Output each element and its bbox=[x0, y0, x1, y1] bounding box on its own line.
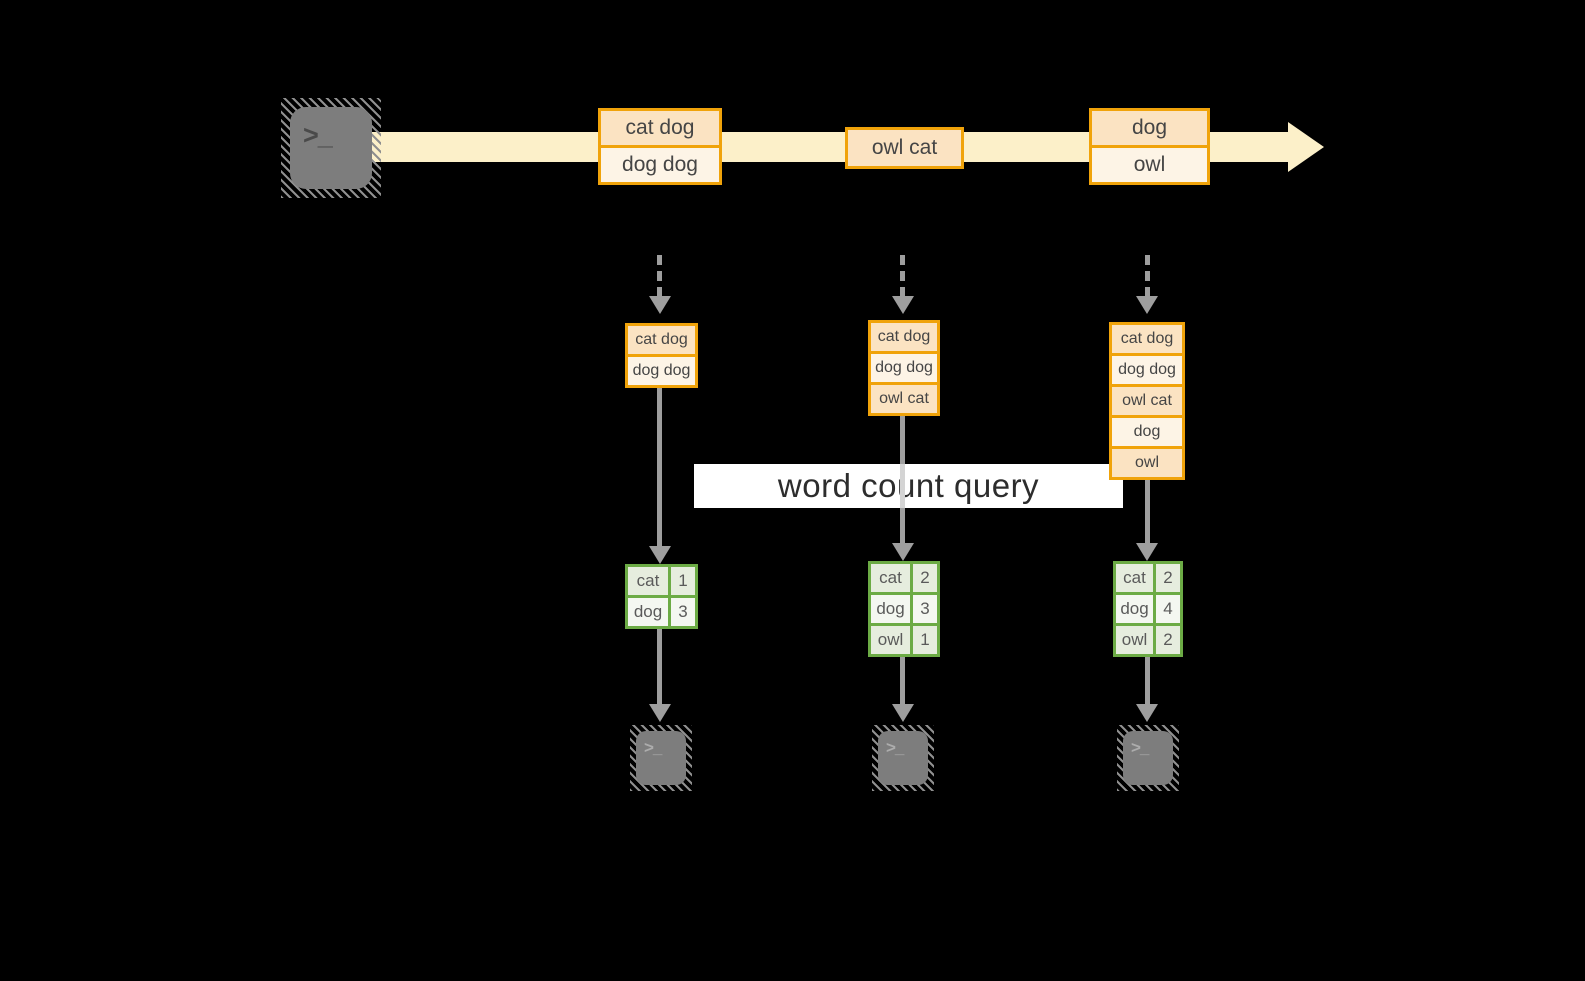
dashed-arrowhead-icon bbox=[892, 296, 914, 314]
stream-arrowhead-icon bbox=[1288, 122, 1324, 172]
input-line: owl bbox=[1109, 446, 1185, 480]
result-word: cat bbox=[628, 567, 668, 595]
input-line: cat dog bbox=[625, 323, 698, 357]
arrow-line bbox=[657, 627, 662, 704]
stream-batch-line: cat dog bbox=[598, 108, 722, 148]
arrowhead-icon bbox=[1136, 704, 1158, 722]
result-word: owl bbox=[1116, 626, 1153, 654]
result-word: owl bbox=[871, 626, 910, 654]
terminal-prompt-glyph: >_ bbox=[644, 738, 662, 757]
stream-batch-line: owl cat bbox=[845, 127, 964, 169]
terminal-body: >_ bbox=[878, 731, 928, 785]
arrow-line bbox=[657, 388, 662, 546]
result-word: dog bbox=[628, 598, 668, 626]
arrow-line bbox=[1145, 657, 1150, 704]
arrowhead-icon bbox=[1136, 543, 1158, 561]
input-line: owl cat bbox=[868, 382, 940, 416]
input-line: dog dog bbox=[625, 354, 698, 388]
input-table-2: cat dog dog dog owl cat bbox=[868, 320, 940, 416]
result-count: 2 bbox=[1156, 626, 1180, 654]
stream-batch-line: dog bbox=[1089, 108, 1210, 148]
result-count: 1 bbox=[671, 567, 695, 595]
sink-terminal-icon: >_ bbox=[1117, 725, 1179, 791]
input-line: dog dog bbox=[868, 351, 940, 385]
result-count: 3 bbox=[913, 595, 937, 623]
arrowhead-icon bbox=[892, 704, 914, 722]
result-count: 4 bbox=[1156, 595, 1180, 623]
result-table-2: cat 2 dog 3 owl 1 bbox=[868, 561, 940, 657]
terminal-prompt-glyph: >_ bbox=[303, 120, 333, 150]
dashed-arrowhead-icon bbox=[1136, 296, 1158, 314]
result-word: dog bbox=[1116, 595, 1153, 623]
arrowhead-icon bbox=[892, 543, 914, 561]
terminal-prompt-glyph: >_ bbox=[886, 738, 904, 757]
result-count: 2 bbox=[913, 564, 937, 592]
stream-batch-2: owl cat bbox=[845, 127, 964, 169]
sink-terminal-icon: >_ bbox=[872, 725, 934, 791]
result-count: 1 bbox=[913, 626, 937, 654]
stream-batch-line: owl bbox=[1089, 145, 1210, 185]
dashed-arrowhead-icon bbox=[649, 296, 671, 314]
dashed-arrow-line bbox=[657, 255, 662, 297]
stream-batch-3: dog owl bbox=[1089, 108, 1210, 185]
arrowhead-icon bbox=[649, 546, 671, 564]
result-count: 2 bbox=[1156, 564, 1180, 592]
arrow-through-band bbox=[900, 464, 905, 508]
result-word: dog bbox=[871, 595, 910, 623]
terminal-body: >_ bbox=[1123, 731, 1173, 785]
input-line: owl cat bbox=[1109, 384, 1185, 418]
result-word: cat bbox=[871, 564, 910, 592]
input-line: cat dog bbox=[868, 320, 940, 354]
sink-terminal-icon: >_ bbox=[630, 725, 692, 791]
source-terminal-icon: >_ bbox=[281, 98, 381, 198]
input-line: dog bbox=[1109, 415, 1185, 449]
stream-batch-1: cat dog dog dog bbox=[598, 108, 722, 185]
input-line: cat dog bbox=[1109, 322, 1185, 356]
arrowhead-icon bbox=[649, 704, 671, 722]
terminal-body: >_ bbox=[290, 107, 372, 189]
arrow-line bbox=[1145, 480, 1150, 543]
input-table-1: cat dog dog dog bbox=[625, 323, 698, 388]
query-band: word count query bbox=[694, 464, 1123, 508]
stream-batch-line: dog dog bbox=[598, 145, 722, 185]
result-table-1: cat 1 dog 3 bbox=[625, 564, 698, 629]
terminal-body: >_ bbox=[636, 731, 686, 785]
result-table-3: cat 2 dog 4 owl 2 bbox=[1113, 561, 1183, 657]
result-word: cat bbox=[1116, 564, 1153, 592]
input-line: dog dog bbox=[1109, 353, 1185, 387]
dashed-arrow-line bbox=[900, 255, 905, 297]
input-table-3: cat dog dog dog owl cat dog owl bbox=[1109, 322, 1185, 480]
arrow-line bbox=[900, 657, 905, 704]
terminal-prompt-glyph: >_ bbox=[1131, 738, 1149, 757]
dashed-arrow-line bbox=[1145, 255, 1150, 297]
result-count: 3 bbox=[671, 598, 695, 626]
query-label: word count query bbox=[777, 467, 1040, 504]
